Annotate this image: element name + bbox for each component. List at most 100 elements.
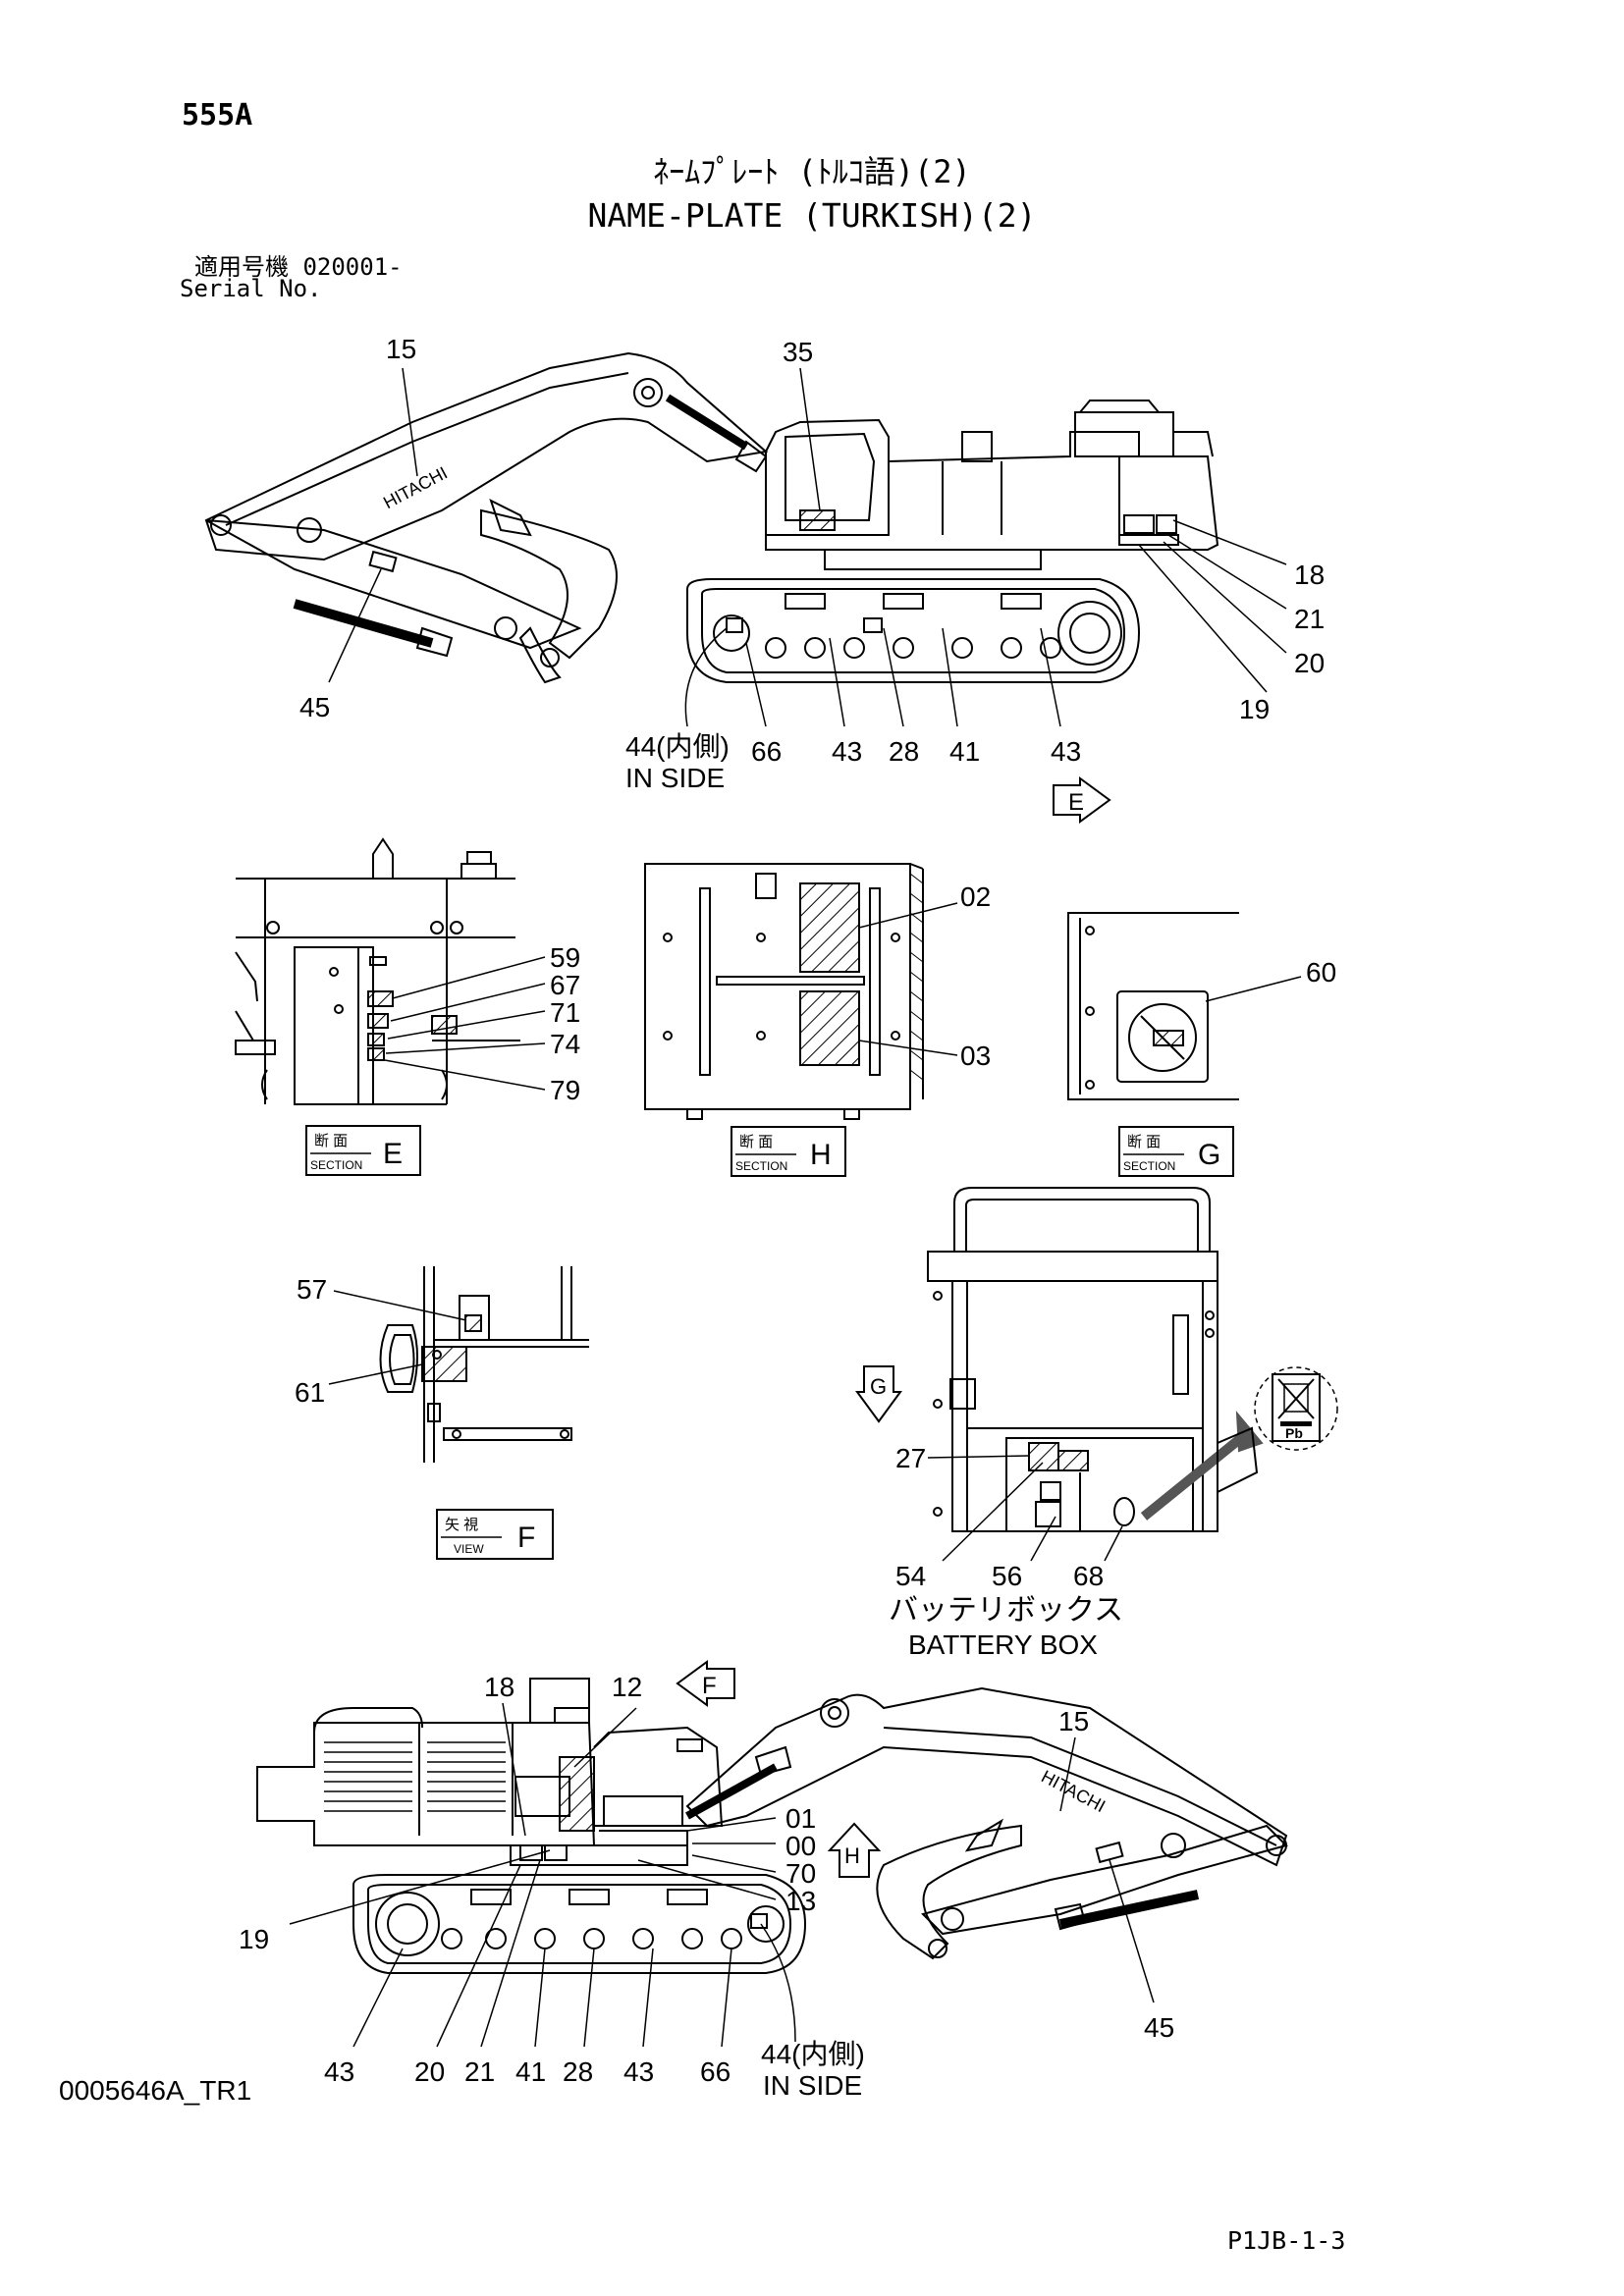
callouts-top: 15 35 18 21 20 19 45 66 43 28 41 43 44(内… xyxy=(299,334,1325,793)
view-arrow-g-letter: G xyxy=(870,1374,887,1399)
callout-28-bottom: 28 xyxy=(563,2056,593,2087)
view-arrow-e: E xyxy=(1053,776,1111,824)
callout-43a-top: 43 xyxy=(832,736,862,767)
leader-lines-bottom xyxy=(289,1702,1155,2048)
callout-02: 02 xyxy=(960,881,991,912)
view-arrow-f-letter: F xyxy=(702,1673,717,1699)
drawing-number: 0005646A_TR1 xyxy=(59,2075,252,2106)
callout-21-bottom: 21 xyxy=(464,2056,495,2087)
leader-line-60 xyxy=(1205,976,1302,1002)
callout-43b-top: 43 xyxy=(1051,736,1081,767)
view-f-en: VIEW xyxy=(454,1542,484,1556)
section-g-letter: G xyxy=(1198,1139,1220,1171)
callout-79: 79 xyxy=(550,1075,580,1105)
callout-15-bottom: 15 xyxy=(1058,1706,1089,1736)
view-f-drawing xyxy=(379,1266,589,1463)
callout-60: 60 xyxy=(1306,957,1336,988)
pb-disposal-plate: Pb xyxy=(1254,1366,1338,1451)
callout-41-top: 41 xyxy=(949,736,980,767)
diagram-code: 555A xyxy=(182,98,253,133)
section-h-jp: 断 面 xyxy=(739,1134,773,1150)
brand-label-top: HITACHI xyxy=(380,462,451,512)
callouts-view-f: 57 61 xyxy=(295,1274,327,1408)
title-english: NAME-PLATE (TURKISH)(2) xyxy=(587,196,1037,235)
excavator-side-view-bottom xyxy=(256,1678,1288,1974)
callout-45-top: 45 xyxy=(299,692,330,722)
callout-28-top: 28 xyxy=(889,736,919,767)
callout-45-bottom: 45 xyxy=(1144,2012,1174,2043)
battery-box-label-jp: バッテリボックス xyxy=(889,1594,1123,1627)
excavator-side-view-top xyxy=(204,351,1219,684)
callout-13-bottom: 13 xyxy=(785,1886,816,1916)
callout-54: 54 xyxy=(895,1561,926,1591)
callout-01-bottom: 01 xyxy=(785,1803,816,1834)
callout-18-top: 18 xyxy=(1294,560,1325,590)
section-h-drawing xyxy=(644,863,924,1120)
leader-lines-battery xyxy=(927,1455,1123,1562)
callout-18-bottom: 18 xyxy=(484,1672,514,1702)
callouts-section-h: 02 03 xyxy=(960,881,991,1071)
battery-box-drawing xyxy=(927,1187,1264,1532)
callout-in-side-jp-top: 44(内側) xyxy=(625,731,730,762)
callout-43a-bottom: 43 xyxy=(324,2056,354,2087)
callout-41-bottom: 41 xyxy=(515,2056,546,2087)
section-g-jp: 断 面 xyxy=(1127,1134,1161,1150)
callout-70-bottom: 70 xyxy=(785,1858,816,1889)
section-e-en: SECTION xyxy=(310,1158,362,1172)
leader-lines-view-f xyxy=(328,1290,467,1385)
view-arrow-e-letter: E xyxy=(1068,789,1084,816)
callout-in-side-jp-bottom: 44(内側) xyxy=(761,2039,865,2069)
callout-19-top: 19 xyxy=(1239,694,1270,724)
section-g-en: SECTION xyxy=(1123,1159,1175,1173)
callouts-battery: 27 54 56 68 xyxy=(895,1443,1104,1591)
section-h-letter: H xyxy=(810,1139,832,1171)
leader-lines-section-e xyxy=(384,956,546,1091)
leader-lines-top xyxy=(328,367,1287,727)
view-arrow-f: F xyxy=(676,1660,735,1707)
section-g-drawing xyxy=(1067,912,1239,1100)
callout-68: 68 xyxy=(1073,1561,1104,1591)
callout-71: 71 xyxy=(550,997,580,1028)
plate-pb-text: Pb xyxy=(1285,1425,1303,1441)
section-e-drawing xyxy=(235,837,520,1105)
view-f-label-box: 矢 視 VIEW F xyxy=(436,1509,554,1560)
callouts-bottom: 18 12 15 01 00 70 13 19 43 20 21 41 28 4… xyxy=(239,1672,1174,2101)
serial-label-en: Serial No. xyxy=(180,275,322,302)
section-e-label-box: 断 面 SECTION E xyxy=(305,1125,421,1176)
callout-00-bottom: 00 xyxy=(785,1831,816,1861)
serial-line-japanese: 適用号機 020001- xyxy=(194,247,403,282)
section-h-en: SECTION xyxy=(735,1159,787,1173)
serial-label-jp: 適用号機 xyxy=(194,253,289,281)
callout-56: 56 xyxy=(992,1561,1022,1591)
section-e-letter: E xyxy=(383,1138,403,1170)
callout-15-top: 15 xyxy=(386,334,416,364)
callout-66-bottom: 66 xyxy=(700,2056,731,2087)
page-reference: P1JB-1-3 xyxy=(1227,2226,1346,2255)
view-f-letter: F xyxy=(517,1522,535,1554)
section-g-label-box: 断 面 SECTION G xyxy=(1118,1126,1234,1177)
callout-in-side-en-bottom: IN SIDE xyxy=(763,2070,862,2101)
battery-box-label-en: BATTERY BOX xyxy=(908,1629,1098,1660)
view-arrow-h-letter: H xyxy=(844,1843,860,1868)
callout-57: 57 xyxy=(297,1274,327,1305)
callout-03: 03 xyxy=(960,1041,991,1071)
callout-74: 74 xyxy=(550,1029,580,1059)
title-japanese: ﾈｰﾑﾌﾟﾚｰﾄ (ﾄﾙｺ語)(2) xyxy=(653,153,971,190)
view-f-jp: 矢 視 xyxy=(445,1517,478,1533)
callout-35-top: 35 xyxy=(783,337,813,367)
callout-66-top: 66 xyxy=(751,736,782,767)
callout-59: 59 xyxy=(550,942,580,973)
callout-21-top: 21 xyxy=(1294,604,1325,634)
leader-lines-section-h xyxy=(858,902,958,1056)
view-arrow-h: H xyxy=(827,1822,882,1878)
callout-67: 67 xyxy=(550,970,580,1000)
callout-61: 61 xyxy=(295,1377,325,1408)
callout-19-bottom: 19 xyxy=(239,1924,269,1954)
callouts-section-e: 59 67 71 74 79 xyxy=(550,942,580,1105)
callout-in-side-en-top: IN SIDE xyxy=(625,763,725,793)
callout-12-bottom: 12 xyxy=(612,1672,642,1702)
section-h-label-box: 断 面 SECTION H xyxy=(731,1126,846,1177)
callout-27: 27 xyxy=(895,1443,926,1473)
